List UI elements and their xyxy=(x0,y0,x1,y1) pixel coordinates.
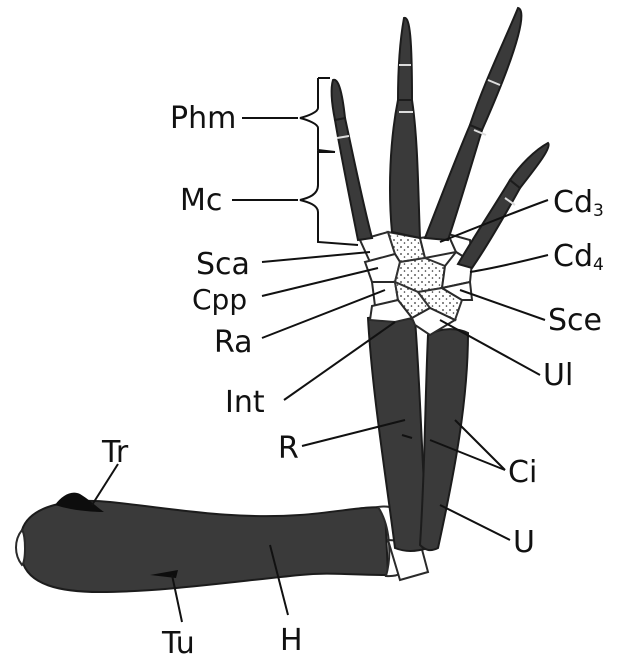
leader-u xyxy=(440,505,510,540)
label-tu: Tu xyxy=(161,626,195,661)
label-int: Int xyxy=(225,385,265,420)
label-u: U xyxy=(513,525,535,560)
label-sce: Sce xyxy=(548,303,602,338)
label-ul: Ul xyxy=(543,358,573,393)
bracket-phm xyxy=(300,78,335,152)
label-sca: Sca xyxy=(196,247,250,282)
leader-sca xyxy=(262,252,370,262)
digit-3 xyxy=(390,18,420,238)
carpals xyxy=(360,232,472,335)
label-cd3-main: Cd xyxy=(553,185,593,220)
humerus xyxy=(16,501,428,592)
label-mc: Mc xyxy=(180,183,222,218)
label-r: R xyxy=(278,431,299,466)
label-h: H xyxy=(280,623,303,658)
leader-ra xyxy=(262,290,385,338)
label-cd3: Cd3 xyxy=(553,185,604,221)
label-ci: Ci xyxy=(508,455,537,490)
leader-tr xyxy=(92,464,118,505)
label-ra: Ra xyxy=(214,325,253,360)
label-cd3-sub: 3 xyxy=(593,201,604,221)
label-tr: Tr xyxy=(101,435,129,470)
ulna xyxy=(420,329,468,550)
leader-ci-b xyxy=(455,420,505,470)
label-cpp: Cpp xyxy=(192,283,247,316)
label-cd4-main: Cd xyxy=(553,239,593,274)
label-cd4-sub: 4 xyxy=(593,255,604,275)
leader-cd4 xyxy=(470,255,548,272)
label-cd4: Cd4 xyxy=(553,239,604,275)
leader-sce xyxy=(460,290,545,320)
leader-cpp xyxy=(262,268,378,296)
digit-2 xyxy=(332,80,372,240)
label-phm: Phm xyxy=(170,101,236,136)
